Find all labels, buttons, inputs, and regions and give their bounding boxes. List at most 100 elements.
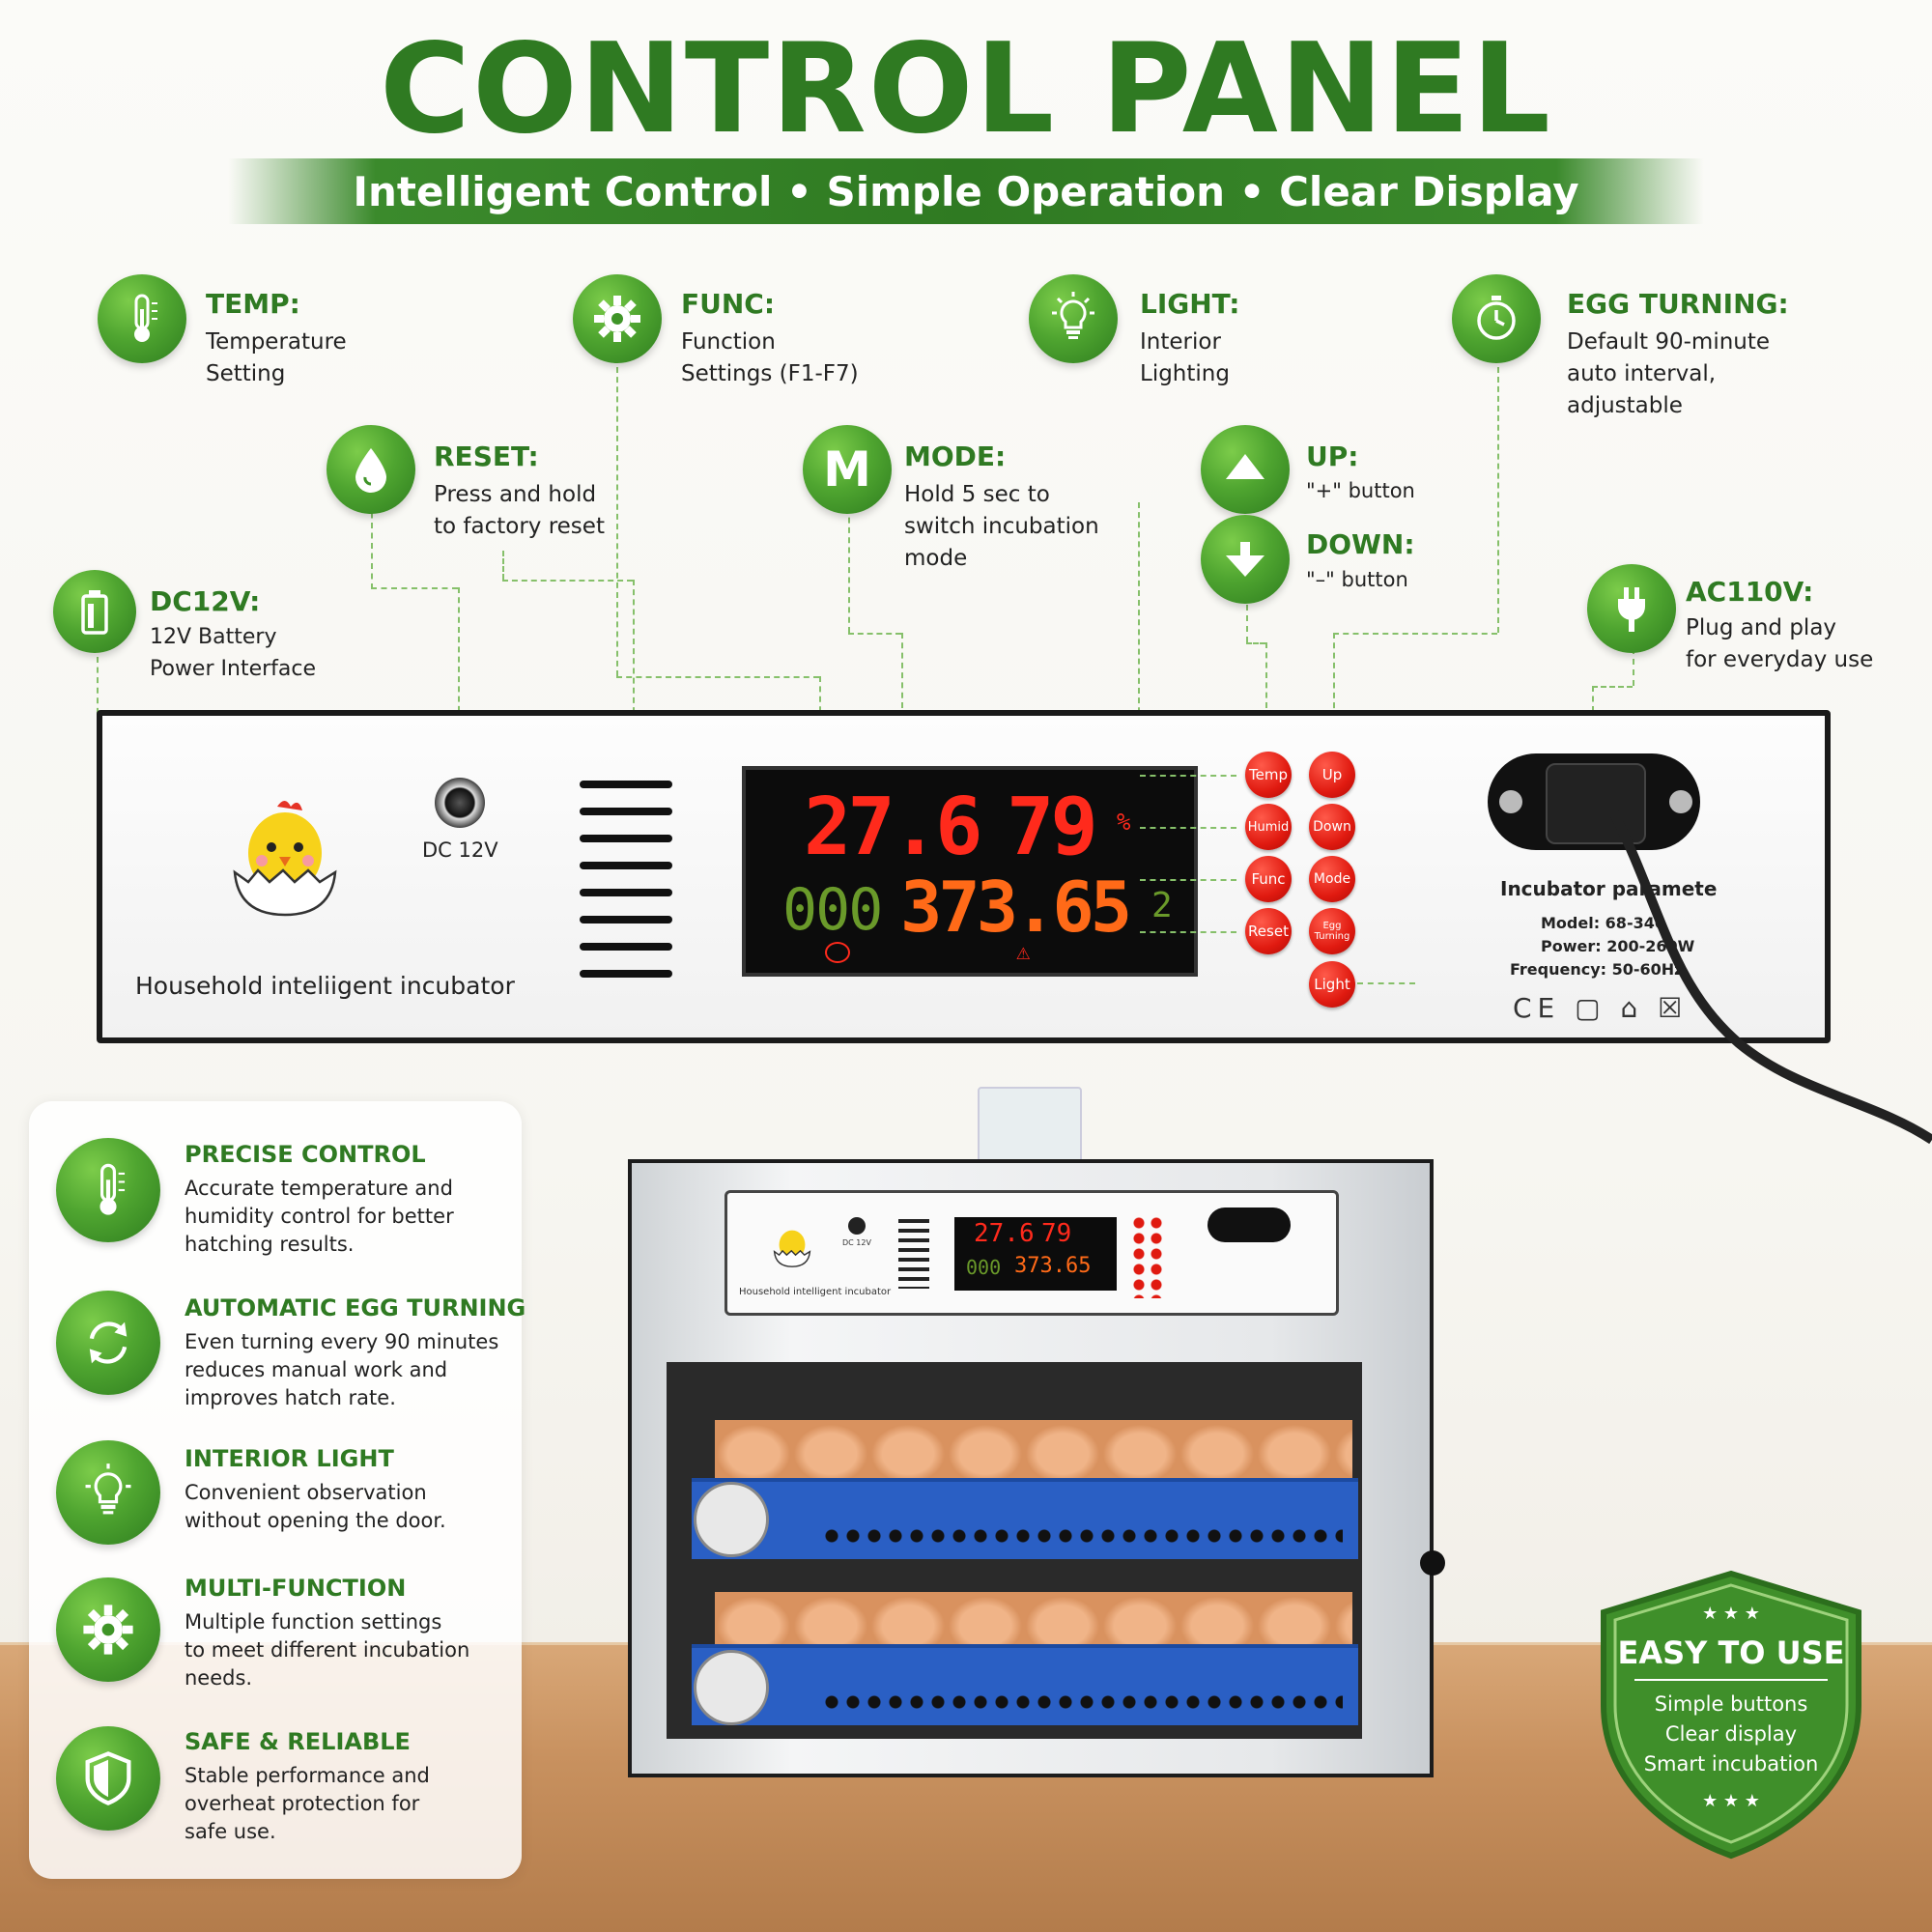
ac-socket-screw bbox=[1499, 790, 1522, 813]
mode-button[interactable]: Mode bbox=[1309, 856, 1355, 902]
dc-callout-title: DC12V: bbox=[150, 585, 261, 617]
badge-line: Smart incubation bbox=[1643, 1752, 1819, 1776]
leader-light bbox=[1138, 502, 1140, 879]
feature-text: Even turning every 90 minutes reduces ma… bbox=[185, 1330, 499, 1409]
up-button[interactable]: Up bbox=[1309, 752, 1355, 798]
reset-button[interactable]: Reset bbox=[1245, 908, 1292, 954]
leader-func-h bbox=[616, 676, 819, 678]
thermometer-icon bbox=[134, 294, 157, 342]
light-callout-text: Interior Lighting bbox=[1140, 329, 1230, 386]
egg-row-bottom bbox=[715, 1592, 1352, 1654]
mini-ac-socket bbox=[1208, 1208, 1291, 1242]
feature-title: AUTOMATIC EGG TURNING bbox=[185, 1294, 526, 1321]
bulb-icon bbox=[85, 1463, 131, 1515]
feature-icon-interior-light bbox=[56, 1440, 160, 1545]
leader-reset-v2 bbox=[458, 587, 460, 761]
egg-callout-text: Default 90-minute auto interval, adjusta… bbox=[1567, 329, 1771, 418]
func-callout-text: Function Settings (F1-F7) bbox=[681, 329, 859, 386]
temp-callout-icon bbox=[98, 274, 186, 363]
rotate-icon bbox=[89, 1321, 128, 1364]
arrow-down-icon bbox=[1226, 542, 1264, 577]
down-callout-text: "–" button bbox=[1306, 568, 1408, 591]
gear-icon bbox=[83, 1605, 133, 1655]
leader-egg bbox=[1497, 367, 1499, 633]
leader-humid-btn bbox=[1140, 827, 1236, 829]
subtitle-text: Intelligent Control • Simple Operation •… bbox=[353, 167, 1579, 215]
clock-icon bbox=[1477, 296, 1516, 340]
badge-line: Simple buttons bbox=[1654, 1692, 1808, 1716]
leader-dc bbox=[97, 657, 99, 734]
mini-lcd-counter: 000 bbox=[966, 1256, 1002, 1279]
leader-func-btn bbox=[1140, 879, 1236, 881]
mini-dc-port bbox=[848, 1217, 866, 1235]
down-button[interactable]: Down bbox=[1309, 804, 1355, 850]
egg-row-top bbox=[715, 1420, 1352, 1488]
leader-reset-btn bbox=[1140, 931, 1236, 933]
panel-brand-text: Household inteliigent incubator bbox=[135, 972, 515, 1000]
leader-reset-bh bbox=[502, 580, 633, 582]
leader-reset-h bbox=[371, 587, 458, 589]
dc-12v-port[interactable] bbox=[435, 778, 485, 828]
dc-callout-icon bbox=[53, 570, 136, 653]
water-cup bbox=[978, 1087, 1082, 1168]
leader-light-btn bbox=[1357, 982, 1415, 984]
ac-socket-screw bbox=[1669, 790, 1692, 813]
params-power: Power: 200-260W bbox=[1541, 937, 1695, 955]
chick-logo-icon bbox=[233, 801, 337, 917]
feature-text: Convenient observation without opening t… bbox=[185, 1481, 446, 1532]
mode-letter: M bbox=[823, 441, 871, 497]
bulb-icon bbox=[1052, 292, 1094, 339]
up-callout-icon bbox=[1201, 425, 1290, 514]
mini-buttons bbox=[1130, 1215, 1165, 1298]
params-model: Model: 68-340 bbox=[1541, 914, 1665, 932]
door-handle[interactable] bbox=[1420, 1550, 1445, 1576]
feature-title: PRECISE CONTROL bbox=[185, 1141, 426, 1168]
lcd-display: 27.6 79 % 000 373.65 2 ⚠ bbox=[742, 766, 1198, 977]
egg-tray-top bbox=[692, 1478, 1358, 1559]
vent-slot bbox=[580, 781, 672, 788]
feature-icon-safe bbox=[56, 1726, 160, 1831]
egg-turning-button[interactable]: Egg Turning bbox=[1309, 908, 1355, 954]
func-button[interactable]: Func bbox=[1245, 856, 1292, 902]
leader-egg-h bbox=[1333, 633, 1497, 635]
func-callout-title: FUNC: bbox=[681, 288, 776, 320]
turning-motor bbox=[694, 1650, 769, 1725]
vent-slot bbox=[580, 889, 672, 896]
vent-slot bbox=[580, 808, 672, 815]
vent-slot bbox=[580, 916, 672, 923]
leader-ac-h bbox=[1592, 686, 1633, 688]
lcd-side: 2 bbox=[1151, 886, 1173, 925]
mini-vent bbox=[898, 1219, 929, 1289]
up-callout-text: "+" button bbox=[1306, 479, 1415, 502]
humid-button[interactable]: Humid bbox=[1245, 804, 1292, 850]
page-title: CONTROL PANEL bbox=[380, 17, 1552, 161]
egg-tray-bottom bbox=[692, 1644, 1358, 1725]
func-callout-icon bbox=[573, 274, 662, 363]
mode-callout-icon: M bbox=[803, 425, 892, 514]
leader-ac bbox=[1633, 638, 1634, 686]
feature-text: Accurate temperature and humidity contro… bbox=[185, 1177, 454, 1256]
mini-lcd-turn: 373.65 bbox=[1014, 1254, 1092, 1278]
temp-button[interactable]: Temp bbox=[1245, 752, 1292, 798]
light-callout-icon bbox=[1029, 274, 1118, 363]
egg-callout-title: EGG TURNING: bbox=[1567, 288, 1789, 320]
plug-icon bbox=[1618, 587, 1645, 632]
params-cert-marks: CE ▢ ⌂ ☒ bbox=[1513, 992, 1689, 1024]
ac-plug bbox=[1546, 763, 1646, 844]
easy-to-use-badge bbox=[1601, 1570, 1861, 1860]
leader-mode-h bbox=[848, 633, 901, 635]
reset-callout-title: RESET: bbox=[434, 440, 539, 472]
lcd-counter: 000 bbox=[782, 876, 883, 944]
arrow-up-icon bbox=[1226, 454, 1264, 479]
temp-callout-title: TEMP: bbox=[206, 288, 300, 320]
badge-stars-bottom: ★ ★ ★ bbox=[1702, 1791, 1760, 1811]
light-button[interactable]: Light bbox=[1309, 961, 1355, 1008]
lcd-warning-icon: ⚠ bbox=[1016, 938, 1031, 965]
temp-callout-text: Temperature Setting bbox=[206, 329, 347, 386]
egg-tray-top-holes bbox=[821, 1526, 1343, 1546]
mini-dc-label: DC 12V bbox=[842, 1238, 871, 1247]
leader-egg-v bbox=[1333, 633, 1335, 768]
egg-tray-bottom-holes bbox=[821, 1692, 1343, 1712]
badge-divider bbox=[1634, 1679, 1828, 1681]
feature-icon-precise bbox=[56, 1138, 160, 1242]
